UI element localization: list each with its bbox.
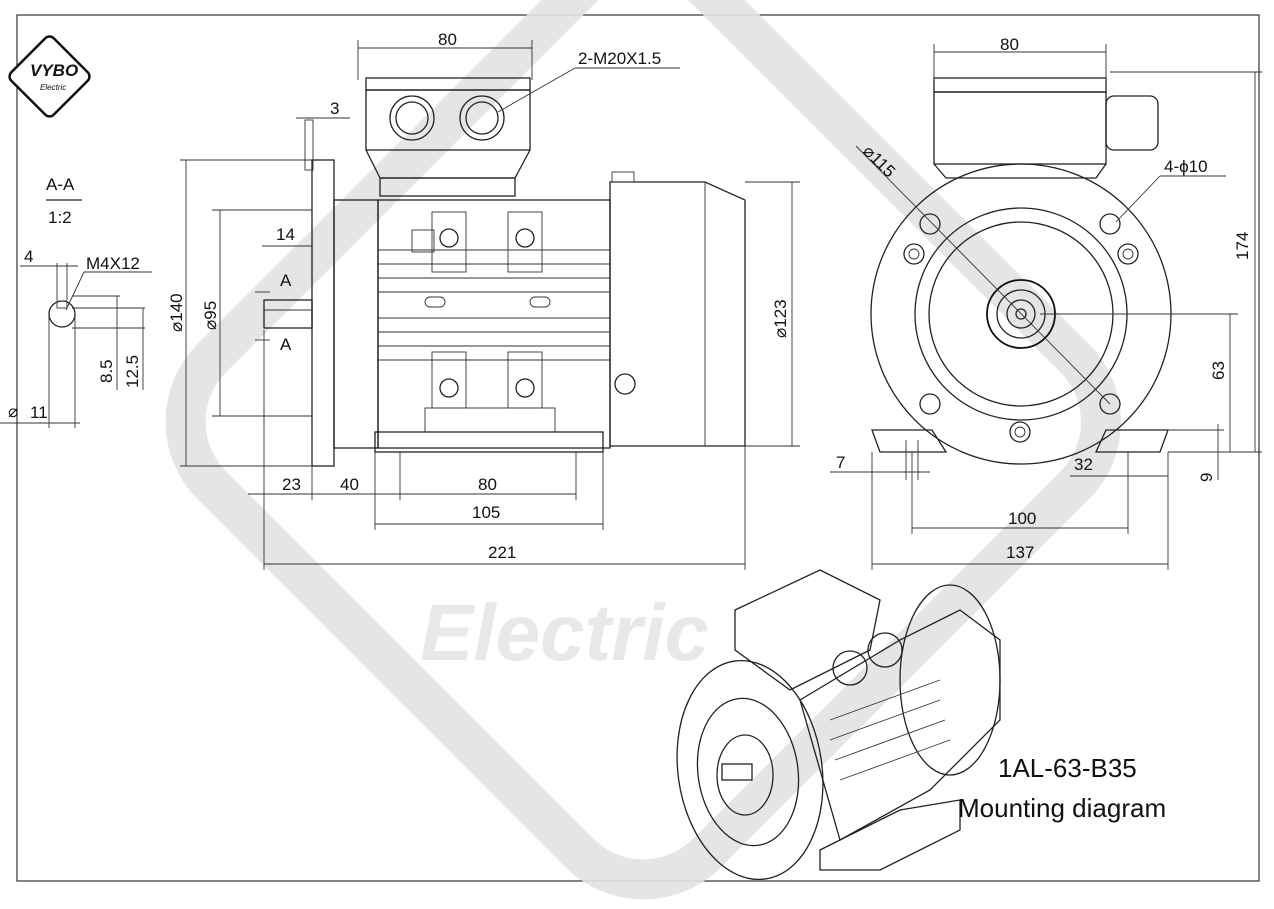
foot-width-label: 137 [1006, 543, 1034, 562]
dim-12-5: 12.5 [123, 355, 142, 388]
dim-32: 32 [1074, 455, 1093, 474]
terminal-width-end: 80 [1000, 35, 1019, 54]
dim-40: 40 [340, 475, 359, 494]
dim-8-5: 8.5 [97, 359, 116, 383]
section-a-a: A-A 1:2 4 M4X12 8.5 12.5 ⌀ 11 [0, 175, 152, 428]
isometric-view [676, 569, 1001, 881]
foot-thickness-label: 9 [1197, 473, 1216, 482]
dim-80-side: 80 [478, 475, 497, 494]
svg-text:Electric: Electric [40, 83, 66, 92]
spigot-dia-label: ⌀95 [201, 301, 220, 330]
overall-length-label: 221 [488, 543, 516, 562]
terminal-width-side: 80 [438, 30, 457, 49]
shaft-dia-symbol: ⌀ [8, 402, 18, 421]
holes-label: 4-ϕ10 [1164, 157, 1208, 176]
diagram-caption: Mounting diagram [958, 793, 1166, 823]
flange-dia-label: ⌀140 [167, 293, 186, 332]
cable-gland-label: 2-M20X1.5 [578, 49, 661, 68]
flange-thickness-label: 3 [330, 99, 339, 118]
watermark: Electric [165, 0, 1121, 900]
section-scale: 1:2 [48, 208, 72, 227]
dim-105: 105 [472, 503, 500, 522]
body-dia-label: ⌀123 [771, 299, 790, 338]
side-view: 80 2-M20X1.5 3 [167, 30, 800, 570]
dim-23: 23 [282, 475, 301, 494]
section-title: A-A [46, 175, 75, 194]
brand-logo: VYBO Electric [8, 35, 91, 118]
shaft-height-label: 63 [1209, 361, 1228, 380]
model-name: 1AL-63-B35 [998, 753, 1137, 783]
height-label: 174 [1233, 232, 1252, 260]
svg-text:Electric: Electric [420, 588, 709, 677]
cut-a-bottom: A [280, 335, 292, 354]
svg-text:VYBO: VYBO [30, 61, 78, 80]
shaft-dia-label: 11 [30, 403, 48, 422]
shaft-length-label: 14 [276, 225, 295, 244]
key-width-label: 4 [24, 247, 33, 266]
foot-span-label: 100 [1008, 509, 1036, 528]
cut-a-top: A [280, 271, 292, 290]
dim-7: 7 [836, 453, 845, 472]
thread-label: M4X12 [86, 254, 140, 273]
end-view: 80 ⌀115 4-ϕ10 174 63 9 7 [830, 35, 1262, 570]
